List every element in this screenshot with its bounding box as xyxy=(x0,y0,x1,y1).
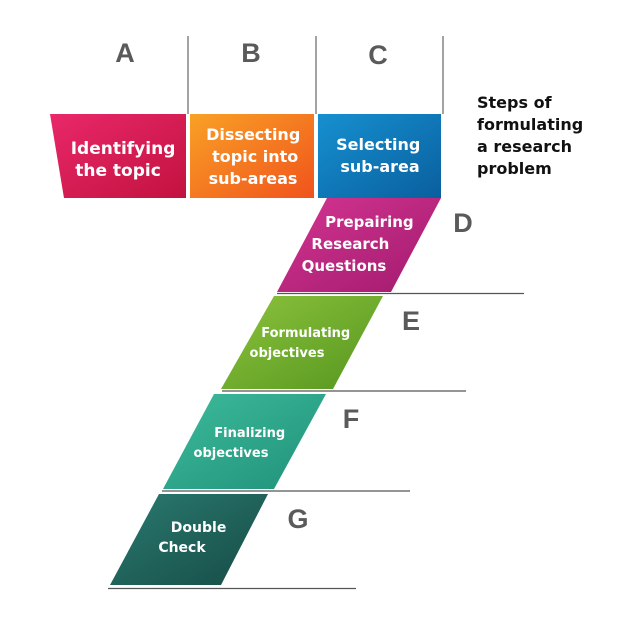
step-e-label: Formulating objectives xyxy=(250,326,355,361)
title-line: problem xyxy=(477,159,552,178)
title-line: a research xyxy=(477,137,573,156)
step-f-label: Finalizing objectives xyxy=(194,426,290,461)
step-g-label: Double Check xyxy=(158,520,231,556)
step-b-label: Dissecting topic into sub-areas xyxy=(206,125,306,188)
letter-e: E xyxy=(402,306,420,336)
step-c-label: Selecting sub-area xyxy=(336,135,426,176)
title-line: formulating xyxy=(477,115,584,134)
letter-g: G xyxy=(287,504,308,534)
title-line: Steps of xyxy=(477,93,552,112)
step-g-shape xyxy=(110,494,268,585)
letter-b: B xyxy=(241,38,261,68)
step-d-label: Prepairing Research Questions xyxy=(302,213,419,275)
step-c-shape xyxy=(318,114,441,198)
letter-f: F xyxy=(343,404,360,434)
letter-c: C xyxy=(368,40,388,70)
letter-a: A xyxy=(115,38,135,68)
step-f-shape xyxy=(163,394,326,489)
step-b-shape xyxy=(190,114,314,198)
diagram-title: Steps of formulating a research problem xyxy=(477,92,617,180)
letter-d: D xyxy=(453,208,473,238)
step-a-label: Identifying the topic xyxy=(71,139,182,181)
step-e-shape xyxy=(221,296,383,389)
step-d-shape xyxy=(277,198,441,292)
step-a-shape xyxy=(50,114,186,198)
